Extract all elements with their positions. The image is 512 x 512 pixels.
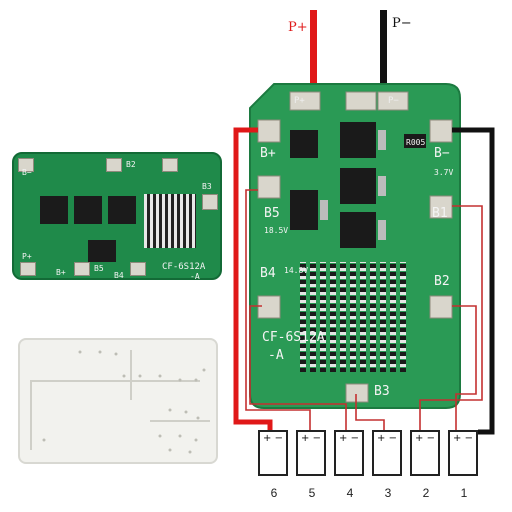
cell-number-4: 4 (346, 486, 354, 500)
cell-connector-1: + − (448, 430, 478, 476)
cell-connector-2: + − (410, 430, 440, 476)
big-label-b3: B3 (374, 384, 390, 399)
cell-connector-3: + − (372, 430, 402, 476)
pad-b1 (162, 158, 178, 172)
big-label-p-minus: P− (388, 96, 399, 106)
cell-number-2: 2 (422, 486, 430, 500)
big-label-p-plus: P+ (294, 96, 305, 106)
p-minus-wire (380, 10, 387, 102)
small-label-b3: B3 (202, 182, 212, 191)
big-label-b-plus: B+ (260, 146, 276, 161)
big-label-model-suffix: -A (268, 348, 284, 363)
component-array (144, 194, 196, 248)
mosfet-chip (40, 196, 68, 224)
small-label-p-plus: P+ (22, 252, 32, 261)
small-label-b5: B5 (94, 264, 104, 273)
pad-b2 (106, 158, 122, 172)
small-label-b4: B4 (114, 271, 124, 280)
big-label-r005: R005 (406, 138, 426, 147)
small-label-b2: B2 (126, 160, 136, 169)
small-label-model-suffix: -A (190, 272, 200, 281)
mosfet-chip (108, 196, 136, 224)
pad-b-minus (18, 158, 34, 172)
mosfet-chip (74, 196, 102, 224)
cell-number-3: 3 (384, 486, 392, 500)
big-label-b5: B5 (264, 206, 280, 221)
p-plus-wire (310, 10, 317, 100)
big-label-b2: B2 (434, 274, 450, 289)
cell-number-1: 1 (460, 486, 468, 500)
pad-b3 (202, 194, 218, 210)
p-plus-label: P+ (288, 20, 308, 35)
small-label-b-minus: B− (22, 168, 32, 177)
pad-b4 (130, 262, 146, 276)
component-array (296, 262, 406, 372)
big-label-b-minus: B− (434, 146, 450, 161)
r005-resistor (404, 134, 426, 148)
small-bms-board: B2 B− B3 P+ B+ B5 B4 CF-6S12A -A (12, 152, 222, 281)
cell-number-5: 5 (308, 486, 316, 500)
board-back-side (18, 338, 218, 464)
cell-connector-5: + − (296, 430, 326, 476)
big-label-b1: B1 (432, 206, 448, 221)
cell-connector-4: + − (334, 430, 364, 476)
big-label-18v5: 18.5V (264, 226, 289, 235)
cell-number-6: 6 (270, 486, 278, 500)
mosfet-chip (88, 240, 116, 262)
p-minus-label: P− (392, 16, 412, 31)
small-label-b-plus: B+ (56, 268, 66, 277)
pad-p-minus (20, 262, 36, 276)
cell-connector-6: + − (258, 430, 288, 476)
pad-b5 (74, 262, 90, 276)
small-label-model: CF-6S12A (162, 262, 206, 272)
big-label-3v7: 3.7V (434, 168, 454, 177)
big-label-b4: B4 (260, 266, 276, 281)
big-label-model: CF-6S12A (262, 330, 325, 345)
big-label-14v8: 14.8V (284, 266, 309, 275)
